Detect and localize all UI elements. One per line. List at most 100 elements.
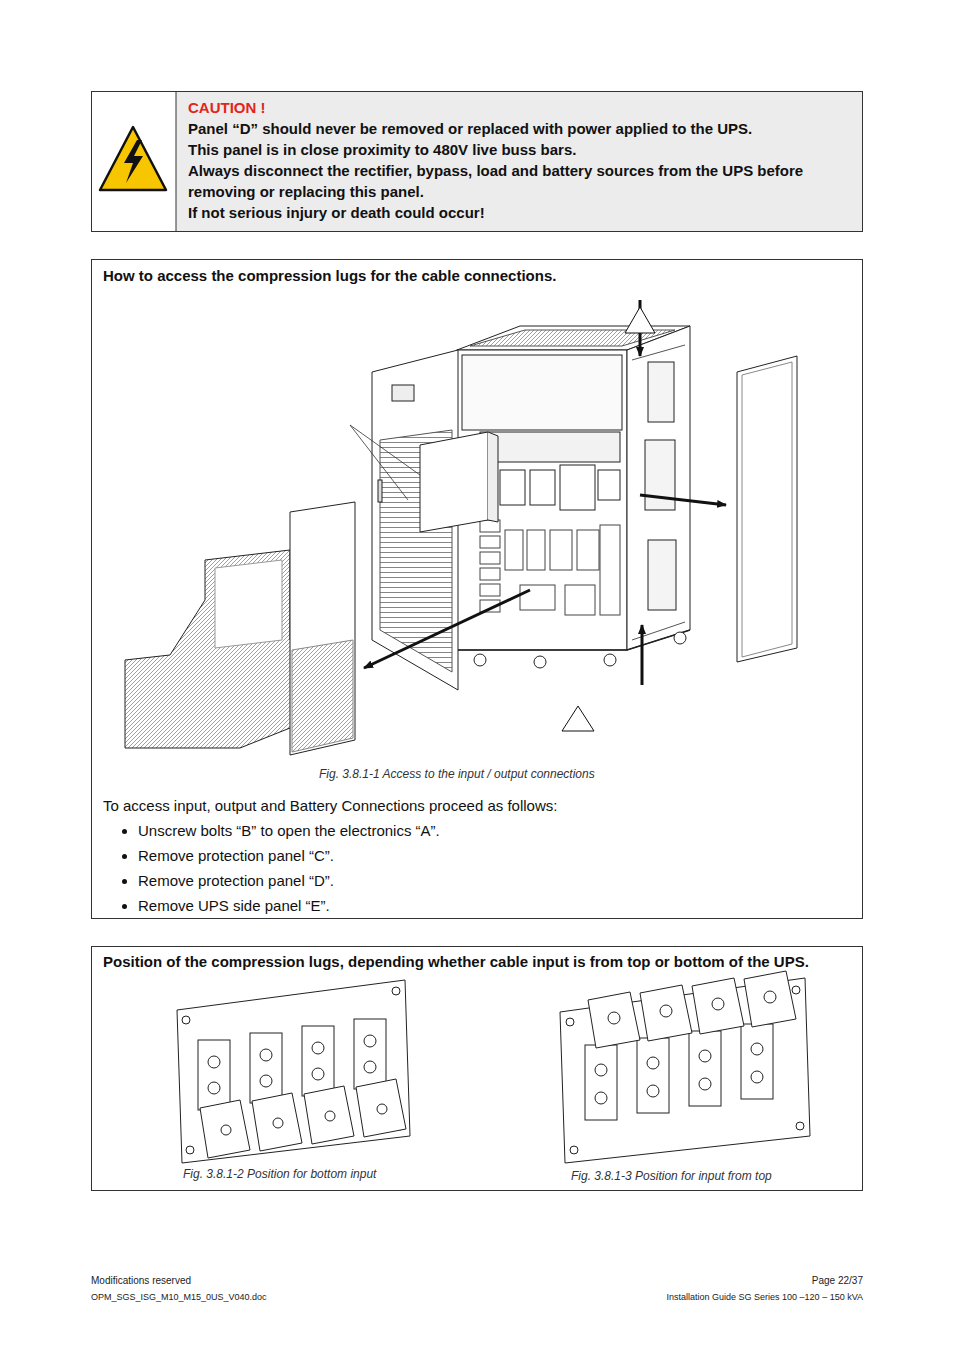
- footer-note: Modifications reserved: [91, 1275, 191, 1286]
- ups-cabinet: [530, 470, 555, 505]
- lug-plate: [200, 1100, 250, 1158]
- marker-triangle: [562, 706, 594, 731]
- instructions: To access input, output and Battery Conn…: [103, 794, 853, 918]
- lug-plate: [377, 1104, 387, 1114]
- ups-cabinet: [462, 355, 622, 430]
- caution-text: CAUTION !Panel “D” should never be remov…: [188, 97, 856, 223]
- lug-plate: [273, 1118, 283, 1128]
- ups-cabinet: [648, 540, 676, 610]
- warning-symbol: [100, 127, 166, 190]
- document-title: Installation Guide SG Series 100 –120 – …: [667, 1292, 863, 1302]
- lug-plate: [585, 1045, 617, 1120]
- ups-cabinet: [550, 530, 572, 570]
- lug-plate: [302, 1026, 334, 1096]
- section-box: Position of the compression lugs, depend…: [91, 946, 863, 1191]
- lug-plate: [250, 1033, 282, 1103]
- lug-plate: [608, 1012, 620, 1024]
- lug-plate: [560, 971, 810, 1163]
- caution-ground: [176, 92, 862, 231]
- caution-box: CAUTION !Panel “D” should never be remov…: [91, 91, 863, 232]
- section-heading: How to access the compression lugs for t…: [103, 267, 556, 284]
- lug-plate: [640, 985, 692, 1041]
- instruction-step: Remove protection panel “D”.: [138, 868, 853, 893]
- protection-panel: [290, 502, 355, 755]
- marker-triangle: [562, 307, 655, 731]
- ups-cabinet: [565, 585, 595, 615]
- caution-ground: [176, 92, 862, 231]
- lug-plate: [699, 1050, 711, 1062]
- lug-plate: [182, 1016, 190, 1024]
- arrow: [364, 590, 530, 668]
- lug-plate: [595, 1064, 607, 1076]
- lug-plate: [751, 1071, 763, 1083]
- instruction-step: Remove protection panel “C”.: [138, 843, 853, 868]
- lug-plate: [392, 987, 400, 995]
- lug-plate: [741, 1024, 773, 1099]
- warning-symbol: [100, 127, 166, 190]
- ups-cabinet: [378, 480, 382, 502]
- lug-plate: [364, 1035, 376, 1047]
- ups-cabinet: [350, 425, 420, 500]
- caution-line: Panel “D” should never be removed or rep…: [188, 118, 856, 139]
- lug-plate: [637, 1038, 669, 1113]
- ups-cabinet: [350, 326, 690, 690]
- lug-plate: [186, 1146, 194, 1154]
- lug-plate: [221, 1125, 231, 1135]
- ups-cabinet: [480, 536, 500, 548]
- protection-panel: [215, 560, 282, 648]
- lug-plate: [751, 1043, 763, 1055]
- ups-cabinet: [627, 326, 690, 650]
- lug-plate: [647, 1085, 659, 1097]
- ups-cabinet: [480, 520, 620, 615]
- ups-cabinet: [604, 654, 616, 666]
- lug-plate: [570, 1146, 578, 1154]
- lug-plate: [699, 1078, 711, 1090]
- lug-plate: [364, 1061, 376, 1073]
- side-panel: [737, 356, 797, 662]
- warning-symbol: [124, 140, 143, 183]
- lug-plate: [208, 1082, 220, 1094]
- lug-plate: [595, 1092, 607, 1104]
- instruction-intro: To access input, output and Battery Conn…: [103, 794, 853, 818]
- section-heading: Position of the compression lugs, depend…: [103, 953, 809, 970]
- lug-plate: [325, 1111, 335, 1121]
- protection-panel: [292, 640, 353, 752]
- lug-plate: [312, 1068, 324, 1080]
- lug-plate: [660, 1005, 672, 1017]
- arrow: [640, 495, 726, 505]
- ups-cabinet: [500, 470, 525, 505]
- protection-panel: [125, 502, 355, 755]
- caution-line: This panel is in close proximity to 480V…: [188, 139, 856, 160]
- ups-cabinet: [527, 530, 545, 570]
- lug-plate: [252, 1093, 302, 1151]
- ups-cabinet: [480, 552, 500, 564]
- ups-cabinet: [520, 585, 555, 610]
- ups-cabinet: [480, 584, 500, 596]
- ups-cabinet: [648, 362, 674, 422]
- lug-plate: [177, 980, 410, 1163]
- ups-cabinet: [577, 530, 599, 570]
- ups-cabinet: [392, 385, 414, 401]
- instruction-list: Unscrew bolts “B” to open the electronic…: [103, 818, 853, 918]
- caution-ground: [176, 92, 177, 231]
- side-panel: [742, 362, 792, 657]
- caution-line: Always disconnect the rectifier, bypass,…: [188, 160, 856, 202]
- ups-cabinet: [420, 432, 488, 532]
- ups-cabinet: [632, 345, 685, 640]
- ups-cabinet: [488, 432, 498, 522]
- lug-plate: [354, 1019, 386, 1089]
- lug-plate: [792, 986, 800, 994]
- lug-plate: [712, 998, 724, 1010]
- ups-cabinet: [534, 656, 546, 668]
- page-number: Page 22/37: [812, 1275, 863, 1286]
- instruction-step: Unscrew bolts “B” to open the electronic…: [138, 818, 853, 843]
- file-name: OPM_SGS_ISG_M10_M15_0US_V040.doc: [91, 1292, 267, 1302]
- ups-cabinet: [560, 465, 595, 510]
- ups-cabinet: [480, 432, 620, 462]
- lug-plate: [208, 1056, 220, 1068]
- lug-plate: [177, 980, 410, 1163]
- lug-plate: [566, 1018, 574, 1026]
- figure-caption: Fig. 3.8.1-2 Position for bottom input: [183, 1167, 376, 1181]
- caution-heading: CAUTION !: [188, 97, 856, 118]
